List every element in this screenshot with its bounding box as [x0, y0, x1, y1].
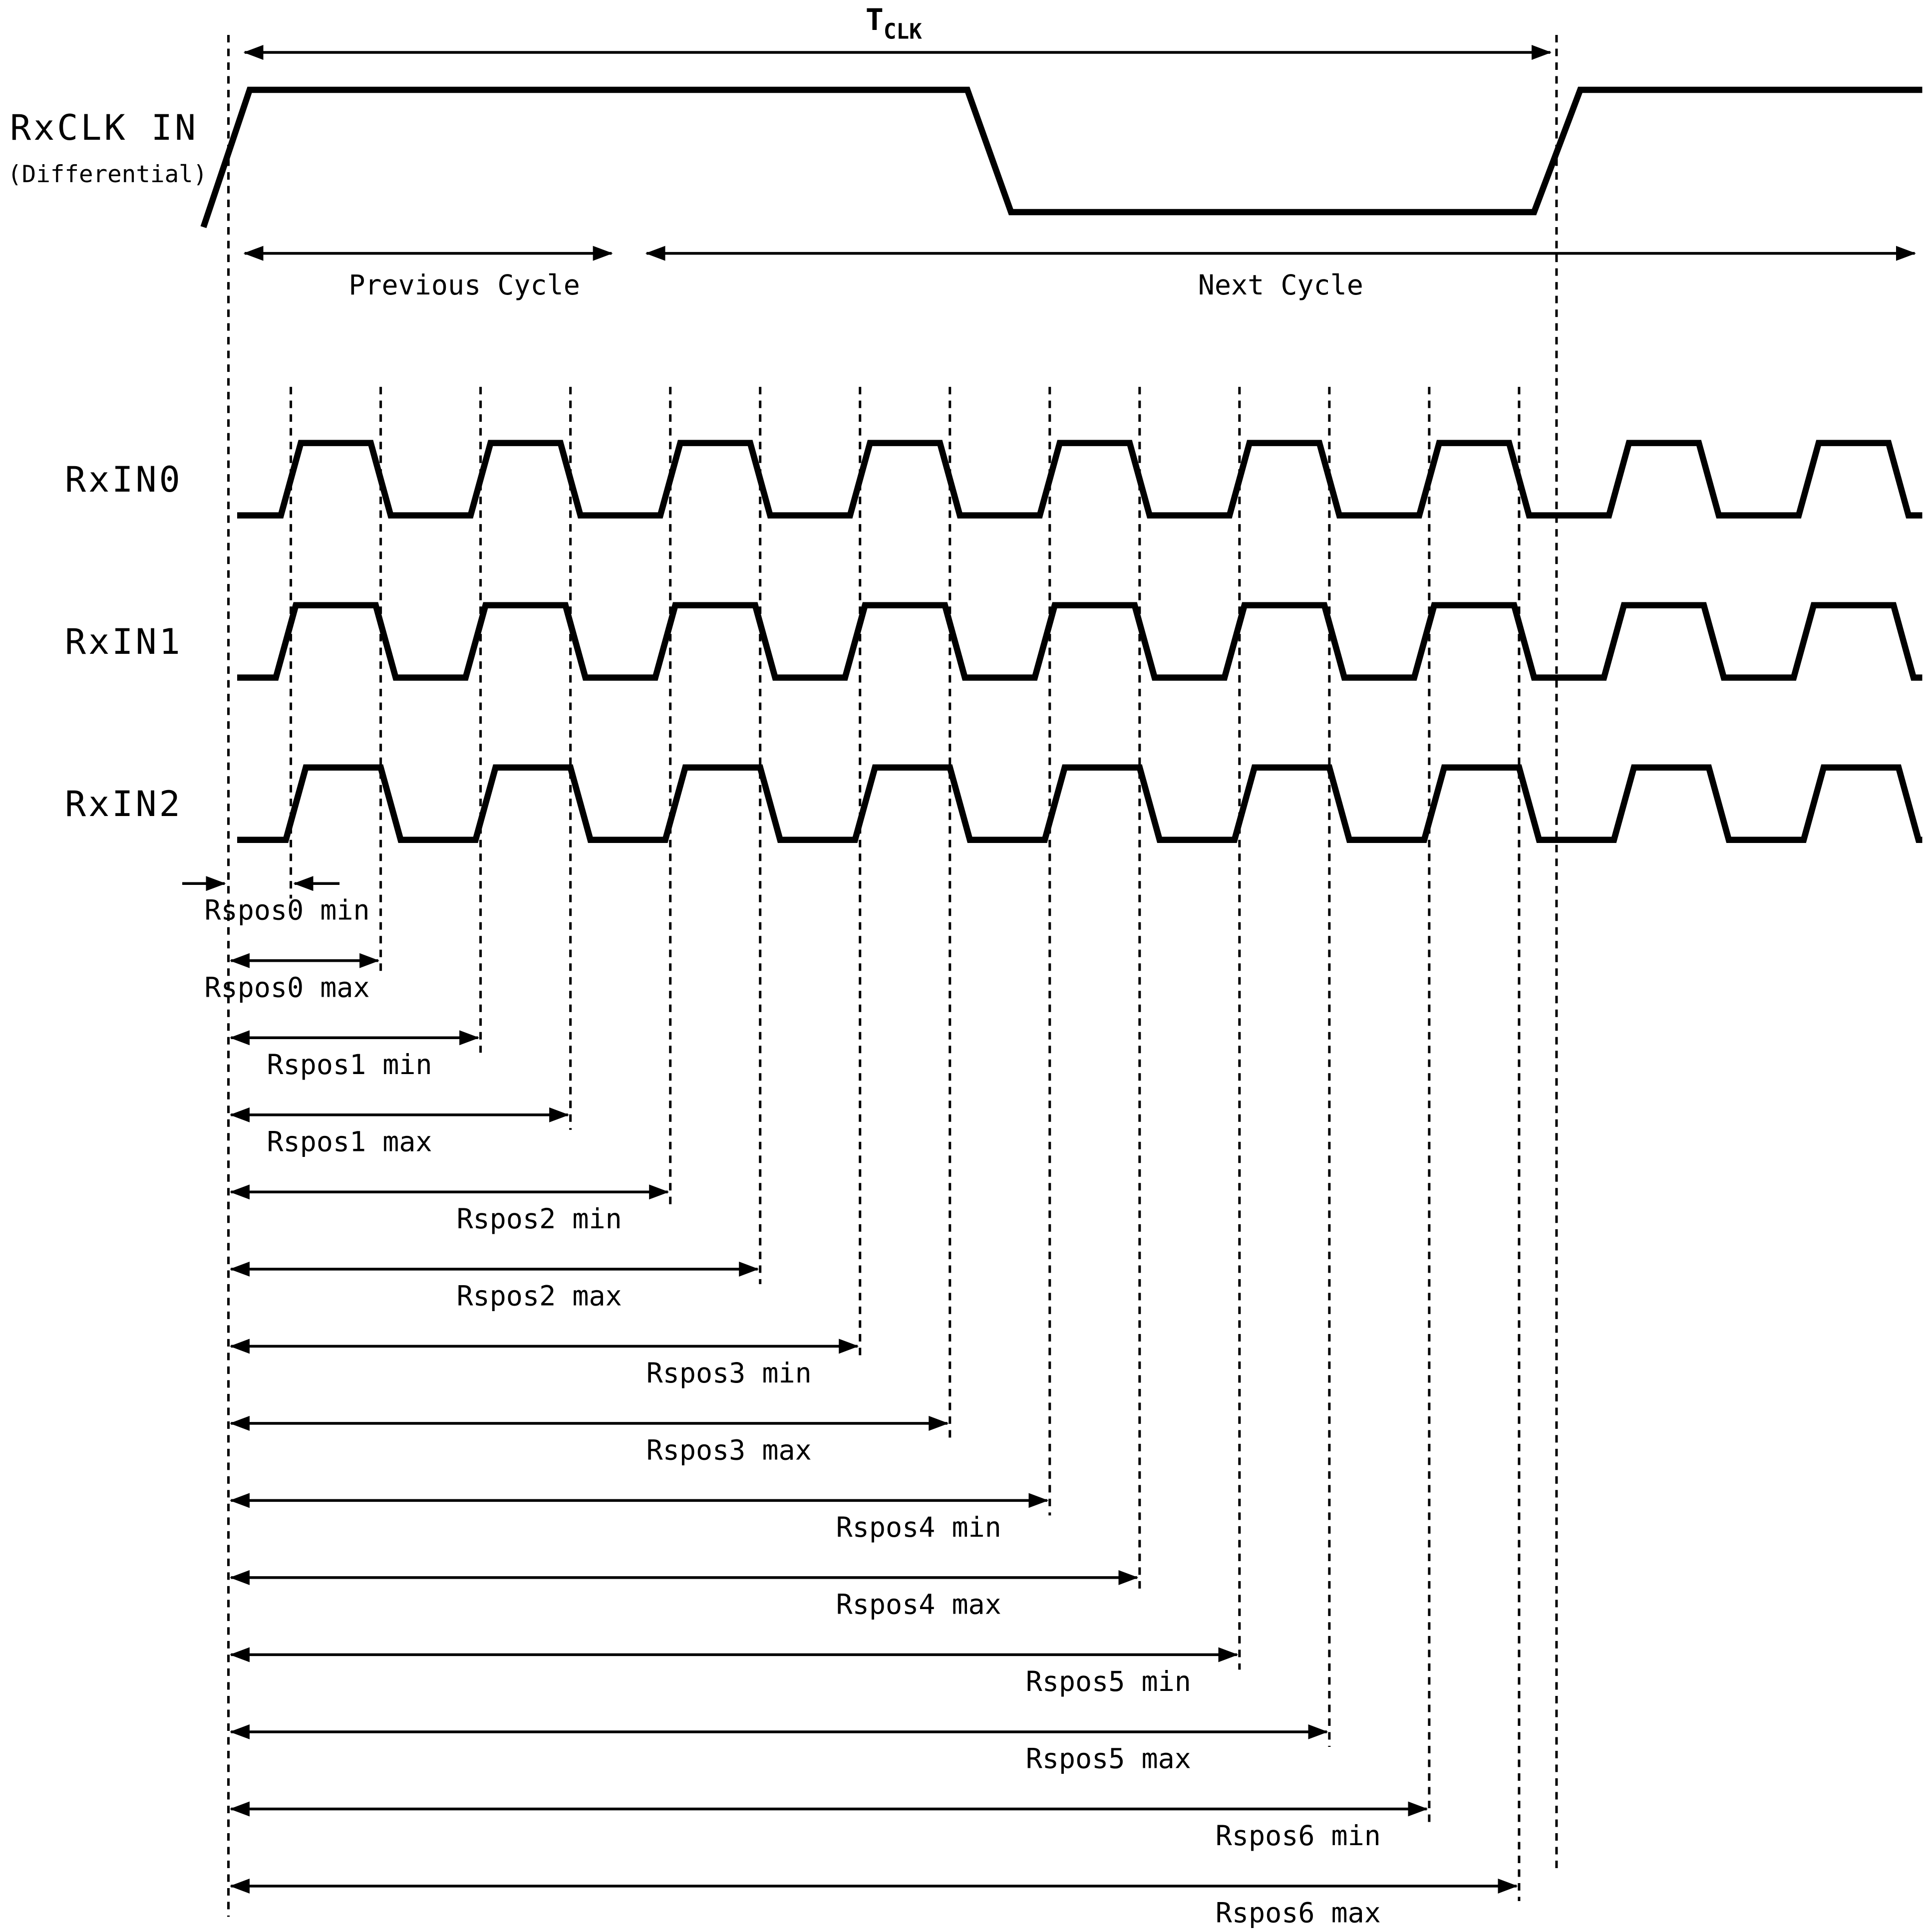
dimension-label-rspos2-min: Rspos2 min: [457, 1203, 622, 1235]
signal-label-rxin2: RxIN2: [65, 784, 183, 825]
dimension-label-rspos4-max: Rspos4 max: [836, 1588, 1001, 1620]
dimension-label-rspos1-min: Rspos1 min: [267, 1049, 432, 1081]
dimension-label-rspos4-min: Rspos4 min: [836, 1511, 1001, 1543]
previous-cycle-label: Previous Cycle: [348, 269, 580, 301]
rxin0-waveform: [237, 440, 1923, 519]
dimension-label-rspos0-max: Rspos0 max: [205, 971, 370, 1003]
dimension-label-rspos1-max: Rspos1 max: [267, 1125, 432, 1157]
rxin2-waveform: [237, 764, 1923, 843]
tclk-label-main: T: [866, 2, 884, 37]
dimension-label-rspos6-max: Rspos6 max: [1216, 1897, 1381, 1929]
dimension-label-rspos3-max: Rspos3 max: [646, 1434, 812, 1466]
dimension-label-rspos6-min: Rspos6 min: [1216, 1820, 1381, 1852]
next-cycle-label: Next Cycle: [1198, 269, 1363, 301]
rxclk-waveform: [200, 86, 1923, 229]
tclk-label: TCLK: [866, 2, 922, 44]
clock-signal-label: RxCLK IN: [10, 107, 198, 148]
dimension-label-rspos3-min: Rspos3 min: [646, 1357, 812, 1389]
rxin1-waveform: [237, 602, 1923, 681]
data-waveforms: [237, 440, 1923, 843]
dimension-label-rspos5-min: Rspos5 min: [1026, 1665, 1191, 1697]
clock-differential-label: (Differential): [7, 161, 207, 188]
dimension-label-rspos2-max: Rspos2 max: [457, 1280, 622, 1312]
tclk-label-sub: CLK: [884, 20, 922, 44]
dimension-label-rspos0-min: Rspos0 min: [205, 894, 370, 926]
signal-label-rxin1: RxIN1: [65, 621, 183, 662]
signal-label-rxin0: RxIN0: [65, 459, 183, 500]
strobe-position-lines: [290, 387, 1521, 1901]
cycle-boundaries: [227, 35, 1558, 1917]
dimension-label-rspos5-max: Rspos5 max: [1026, 1742, 1191, 1774]
